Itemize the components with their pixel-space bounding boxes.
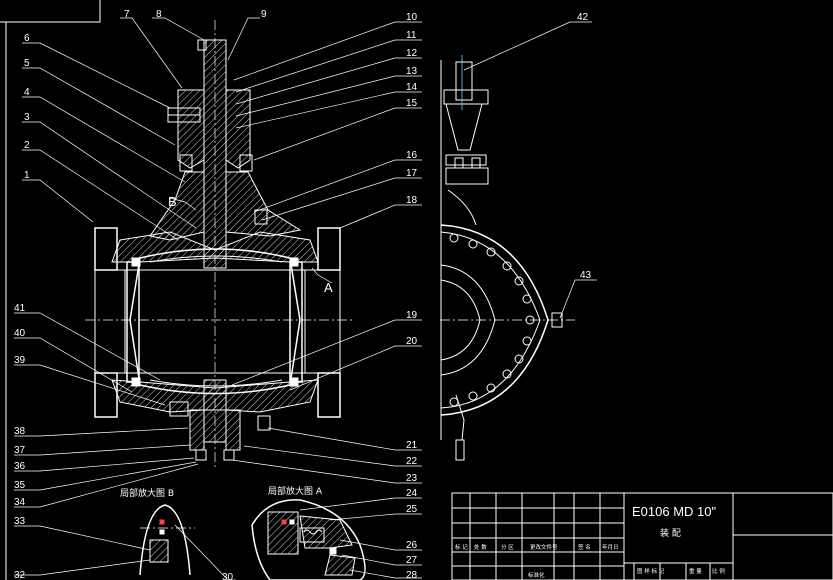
callout-1: 1 — [24, 170, 30, 181]
side-view — [440, 55, 575, 461]
callout-39: 39 — [14, 355, 26, 366]
detail-a — [251, 499, 366, 580]
callout-26: 26 — [406, 540, 418, 551]
callout-23: 23 — [406, 473, 418, 484]
callout-37: 37 — [14, 445, 26, 456]
callout-7: 7 — [124, 9, 130, 20]
tb-bottom-2: 比 例 — [712, 567, 725, 575]
callout-14: 14 — [406, 82, 418, 93]
drawing-frame — [0, 0, 101, 580]
callout-11: 11 — [406, 30, 417, 41]
callout-19: 19 — [406, 310, 418, 321]
detail-a-title: 局部放大图 A — [268, 485, 323, 497]
callout-6: 6 — [24, 33, 30, 44]
callout-8: 8 — [156, 9, 162, 20]
tb-standardization: 标准化 — [528, 571, 545, 579]
callout-18: 18 — [406, 195, 418, 206]
callout-35: 35 — [14, 480, 26, 491]
detail-b-title: 局部放大图 B — [120, 487, 174, 499]
callout-33: 33 — [14, 516, 26, 527]
callout-22: 22 — [406, 456, 418, 467]
drawing-code: E0106 MD 10" — [632, 504, 716, 519]
callout-2: 2 — [24, 140, 30, 151]
callout-38: 38 — [14, 426, 26, 437]
callout-10: 10 — [406, 12, 418, 23]
callout-36: 36 — [14, 461, 26, 472]
section-mark-a: A — [324, 280, 333, 295]
callout-27: 27 — [406, 555, 418, 566]
callout-numbers: 7 8 9 6 5 4 3 2 1 41 40 39 38 37 36 35 3… — [14, 9, 592, 580]
tb-bottom-0: 图 样 标 记 — [637, 567, 665, 575]
callout-25: 25 — [406, 504, 418, 515]
callout-41: 41 — [14, 303, 26, 314]
callout-24: 24 — [406, 488, 418, 499]
tb-header-3: 更改文件号 — [530, 543, 558, 551]
title-block: E0106 MD 10" 装 配 标 记 处 数 分 区 更改文件号 签 名 年… — [451, 492, 833, 580]
callout-13: 13 — [406, 66, 418, 77]
callout-3: 3 — [24, 112, 30, 123]
detail-b — [139, 504, 195, 576]
tb-bottom-1: 重 量 — [689, 567, 702, 575]
callout-20: 20 — [406, 336, 418, 347]
callout-4: 4 — [24, 87, 30, 98]
callout-16: 16 — [406, 150, 418, 161]
callout-30: 30 — [222, 572, 234, 580]
callout-42: 42 — [577, 12, 589, 23]
tb-header-4: 签 名 — [578, 543, 591, 551]
callout-28: 28 — [406, 570, 418, 580]
tb-header-0: 标 记 — [455, 543, 468, 551]
main-section-view — [85, 20, 355, 470]
callout-34: 34 — [14, 497, 26, 508]
callout-leaders — [14, 17, 597, 580]
callout-17: 17 — [406, 168, 418, 179]
callout-15: 15 — [406, 98, 418, 109]
callout-21: 21 — [406, 440, 418, 451]
callout-40: 40 — [14, 328, 26, 339]
drawing-subtitle: 装 配 — [660, 527, 681, 539]
callout-32: 32 — [14, 570, 26, 580]
callout-12: 12 — [406, 48, 418, 59]
callout-5: 5 — [24, 58, 30, 69]
section-mark-b: B — [168, 194, 177, 209]
tb-header-2: 分 区 — [501, 543, 514, 551]
callout-43: 43 — [580, 270, 592, 281]
tb-header-1: 处 数 — [474, 543, 487, 551]
tb-header-5: 年月日 — [602, 543, 619, 551]
callout-9: 9 — [261, 9, 267, 20]
